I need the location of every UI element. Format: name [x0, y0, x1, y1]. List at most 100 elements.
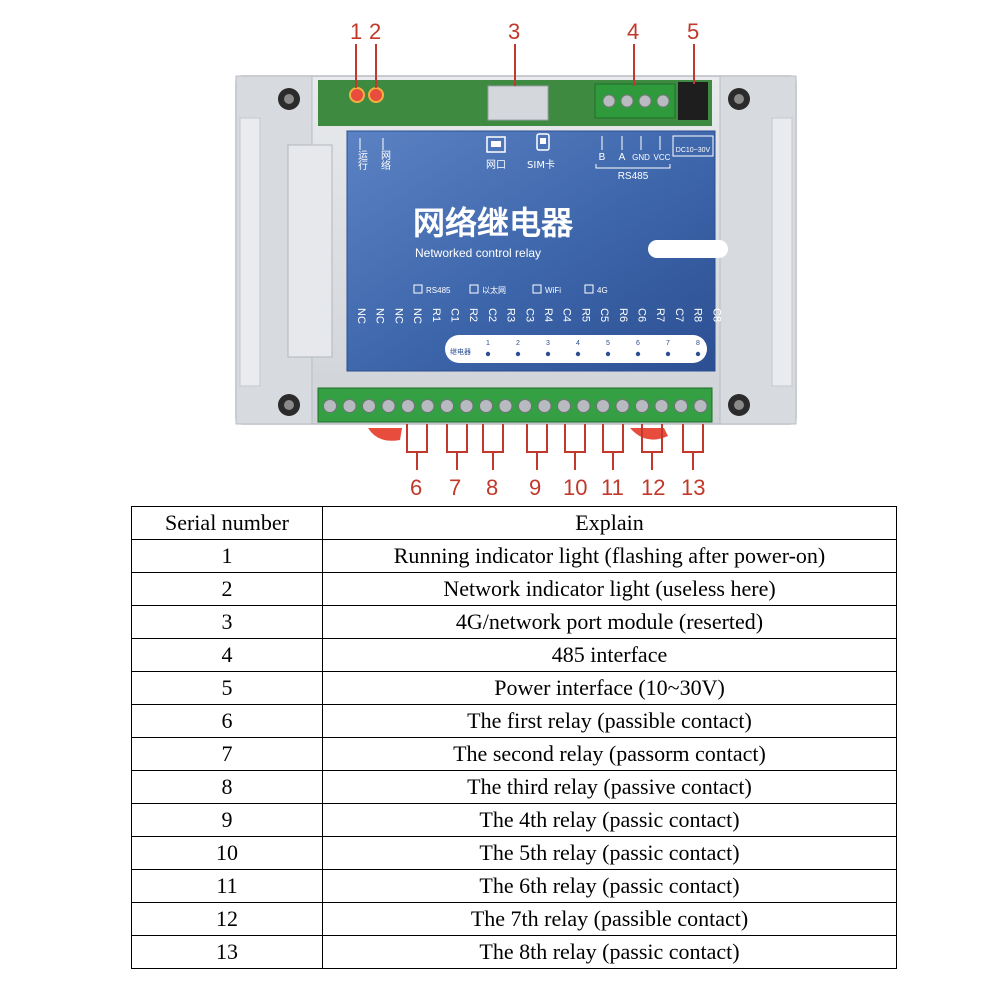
relay-led [575, 351, 581, 357]
power-label-box [672, 135, 714, 157]
relay-device-illustration: 运行 网络 网口 SIM卡 B A GND VCC RS485 DC10~3 [235, 44, 797, 470]
rs485-pin-labels: B A GND VCC RS485 [595, 136, 671, 182]
callout-lines-top [355, 44, 695, 88]
cell-explain: Running indicator light (flashing after … [322, 539, 897, 573]
terminal-label: NC [392, 308, 404, 324]
power-label: DC10~30V [676, 147, 711, 154]
network-port-module [487, 85, 549, 121]
callout-3: 3 [508, 19, 521, 44]
terminal-screw [596, 399, 610, 413]
cell-explain: The 5th relay (passic contact) [322, 836, 897, 870]
screw-hole-top-right [728, 88, 750, 110]
terminal-label: R5 [579, 308, 591, 322]
callout-bracket [564, 424, 586, 453]
cell-serial-number: 9 [131, 803, 323, 837]
terminal-label: C7 [673, 308, 685, 322]
callout-bracket [446, 424, 468, 453]
relay-led [485, 351, 491, 357]
cell-explain: 4G/network port module (reserted) [322, 605, 897, 639]
cell-serial-number: 6 [131, 704, 323, 738]
cell-serial-number: 11 [131, 869, 323, 903]
terminal-label: C3 [523, 308, 535, 322]
device-diagram: 运行 网络 网口 SIM卡 B A GND VCC RS485 DC10~3 [235, 19, 797, 500]
terminal-screw [635, 399, 649, 413]
cell-explain: 485 interface [322, 638, 897, 672]
relay-number: 3 [546, 340, 550, 347]
mode-label: RS485 [426, 286, 451, 295]
led-label-network: 网络 [379, 138, 391, 171]
rs485-pin-b: B [599, 152, 606, 163]
power-jack [678, 82, 708, 120]
sim-label: SIM卡 [527, 158, 555, 171]
relay-number: 7 [666, 340, 670, 347]
terminal-label: NC [411, 308, 423, 324]
terminal-label: R8 [692, 308, 704, 322]
relay-led [635, 351, 641, 357]
cell-explain: The 6th relay (passic contact) [322, 869, 897, 903]
led-label-running: 运行 [356, 138, 368, 171]
cell-explain: The 8th relay (passic contact) [322, 935, 897, 969]
bottom-terminal-block [317, 387, 713, 423]
callout-6: 6 [410, 475, 423, 500]
relay-number: 5 [606, 340, 610, 347]
terminal-screw [674, 399, 688, 413]
cell-explain: The second relay (passorm contact) [322, 737, 897, 771]
terminal-screw [654, 399, 669, 413]
terminal-label: C5 [598, 308, 610, 322]
cell-explain: The third relay (passive contact) [322, 770, 897, 804]
callout-bracket [406, 424, 428, 453]
terminal-screws [323, 399, 708, 413]
red-connector-right [630, 428, 668, 440]
cell-serial-number: 8 [131, 770, 323, 804]
terminal-screw [420, 399, 435, 413]
callout-5: 5 [687, 19, 700, 44]
cell-serial-number: 7 [131, 737, 323, 771]
side-slot [287, 144, 333, 358]
port-label: 网口 [486, 159, 506, 171]
relay-number: 2 [516, 340, 520, 347]
callout-9: 9 [529, 475, 542, 500]
svg-text:网络: 网络 [379, 150, 391, 171]
callout-1: 1 [350, 19, 363, 44]
mode-label: WiFi [545, 286, 561, 295]
rs485-pin-a: A [619, 152, 626, 163]
svg-text:运行: 运行 [356, 150, 368, 171]
terminal-screw [557, 399, 571, 413]
terminal-label: C1 [449, 308, 461, 322]
screw-hole-bottom-left [278, 394, 300, 416]
callout-13: 13 [681, 475, 706, 500]
relay-led [545, 351, 551, 357]
relay-led [515, 351, 521, 357]
terminal-label: C2 [486, 308, 498, 322]
cell-serial-number: 3 [131, 605, 323, 639]
terminal-screw [615, 399, 630, 413]
header-serial-number: Serial number [131, 506, 323, 540]
terminal-screw [576, 399, 591, 413]
terminal-label: R3 [505, 308, 517, 322]
cell-serial-number: 12 [131, 902, 323, 936]
terminal-label: NC [355, 308, 367, 324]
cell-explain: The 4th relay (passic contact) [322, 803, 897, 837]
callout-brackets-bottom [406, 424, 704, 470]
terminal-label: R6 [617, 308, 629, 322]
callout-11: 11 [601, 475, 624, 500]
sim-card-icon [536, 133, 550, 151]
relay-number: 8 [696, 340, 700, 347]
mode-checkbox [532, 284, 542, 294]
cell-serial-number: 4 [131, 638, 323, 672]
callout-12: 12 [641, 475, 666, 500]
callout-bracket [482, 424, 504, 453]
rs485-pin-vcc: VCC [654, 153, 671, 162]
